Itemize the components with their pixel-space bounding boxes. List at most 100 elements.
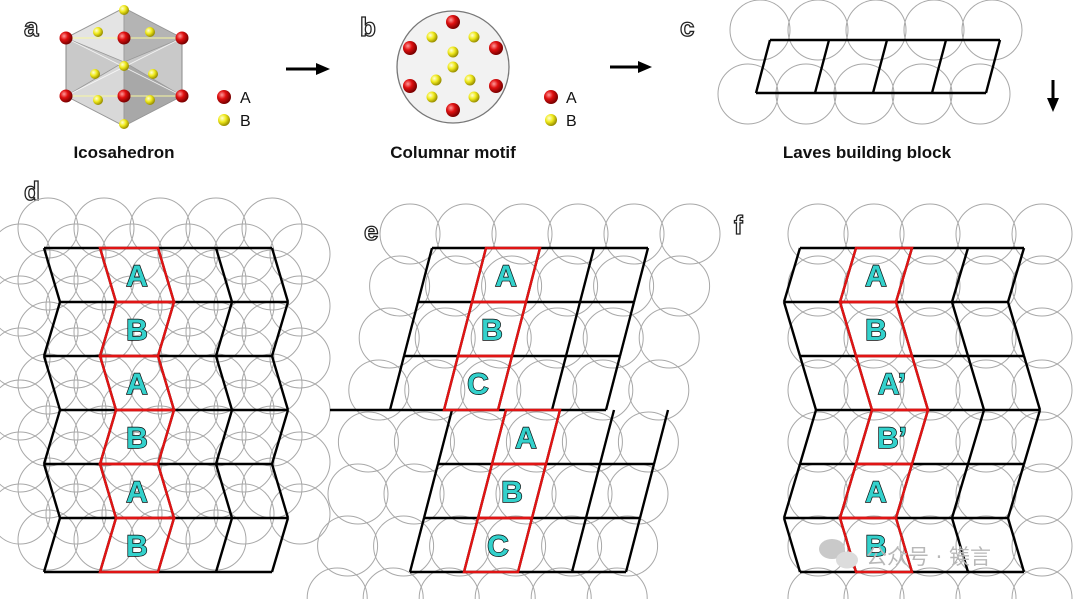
packing-circle [418, 567, 480, 599]
packing-circle [17, 249, 79, 311]
laves-block-c [754, 38, 1002, 95]
grid-vertical-segment [408, 517, 426, 573]
grid-vertical-segment [388, 355, 406, 411]
packing-circle [73, 301, 135, 363]
packing-circle [729, 0, 791, 61]
packing-circle [73, 405, 135, 467]
packing-circle [1011, 411, 1073, 473]
stacking-label: C [487, 530, 509, 563]
legend-a: A B [217, 90, 251, 130]
grid-vertical-segment [270, 517, 290, 573]
packing-circle [1011, 515, 1073, 577]
grid-vertical-segment [871, 39, 889, 94]
grid-vertical-segment [782, 463, 802, 519]
packing-circle [348, 359, 410, 421]
packing-circle [0, 275, 51, 337]
packing-circle [787, 411, 849, 473]
grid-vertical-segment [214, 301, 234, 357]
grid-vertical-segment [930, 39, 948, 94]
grid-vertical-segment [1006, 517, 1026, 573]
stacking-labels-f: ABA’B’AB [864, 259, 907, 563]
grid-vertical-segment [598, 409, 616, 465]
packing-circle [1011, 255, 1073, 317]
atom-a-icosahedron [59, 31, 189, 103]
stacking-label: A’ [878, 368, 906, 401]
packing-circle [73, 249, 135, 311]
packing-circle [787, 255, 849, 317]
grid-vertical-segment [270, 409, 290, 465]
packing-circle [73, 353, 135, 415]
packing-circle [955, 307, 1017, 369]
packing-circle [358, 307, 420, 369]
packing-circle [1011, 359, 1073, 421]
grid-vertical-segment [950, 463, 970, 519]
packing-circle [101, 431, 163, 493]
packing-circle [269, 327, 331, 389]
legend-atom-a-swatch [544, 90, 558, 104]
grid-vertical-segment [214, 517, 234, 573]
grid-vertical-segment [813, 39, 831, 94]
packing-circle [659, 203, 721, 265]
stacking-cell [98, 516, 176, 574]
packing-circle [185, 405, 247, 467]
packing-circle [73, 457, 135, 519]
legend-b: A B [544, 90, 577, 130]
watermark-text: 公众号 · 镁言 [866, 545, 991, 569]
packing-circle [551, 463, 613, 525]
packing-circle [899, 567, 961, 599]
grid-vertical-segment [42, 463, 62, 519]
packing-circle [0, 379, 51, 441]
grid-vertical-segment [436, 409, 454, 465]
packing-circle [526, 307, 588, 369]
packing-circle [362, 567, 424, 599]
grid-vertical-segment [638, 463, 656, 519]
grid-vertical-segment [270, 463, 290, 519]
grid-vertical-segment [618, 301, 636, 357]
stacking-label: B [865, 530, 887, 563]
packing-circle [429, 515, 491, 577]
packing-circle [597, 515, 659, 577]
stacking-label: A [865, 476, 887, 509]
packing-circle [129, 249, 191, 311]
packing-circle [157, 483, 219, 545]
packing-circle [129, 405, 191, 467]
atom-b-motif [426, 31, 480, 103]
atom-a-motif [403, 15, 503, 117]
stacking-label: C [467, 368, 489, 401]
packing-circle [17, 405, 79, 467]
packing-circle [481, 255, 543, 317]
packing-circle [561, 411, 623, 473]
atom-b-icosahedron [90, 5, 158, 129]
packing-circle [185, 353, 247, 415]
grid-vertical-segment [966, 355, 986, 411]
panel-a: a [23, 5, 251, 162]
packing-circle [45, 327, 107, 389]
packing-circle [383, 463, 445, 525]
packing-circle [269, 431, 331, 493]
legend-atom-b-swatch [218, 114, 230, 126]
arrow-right-icon [286, 63, 330, 75]
panel-b: b A B Columnar motif [359, 10, 577, 162]
grid-vertical-segment [422, 463, 440, 519]
packing-circle [45, 431, 107, 493]
packing-circle [628, 359, 690, 421]
grid-vertical-segment [1006, 301, 1026, 357]
grid-vertical-segment [42, 301, 62, 357]
legend-atom-a-swatch [217, 90, 231, 104]
grid-vertical-segment [604, 355, 622, 411]
packing-circle [0, 327, 51, 389]
legend-atom-a-label: A [240, 90, 251, 107]
panel-letter-d: d [24, 176, 40, 206]
packing-circle [843, 567, 905, 599]
packing-circle [899, 411, 961, 473]
grid-vertical-segment [652, 409, 670, 465]
watermark: 公众号 · 镁言 [819, 539, 991, 569]
packing-circle [903, 0, 965, 61]
packing-circle [317, 515, 379, 577]
stacking-label: A [126, 260, 148, 293]
grid-vertical-segment [214, 247, 234, 303]
packing-circle [414, 307, 476, 369]
grid-vertical-segment [270, 355, 290, 411]
stacking-column-e [442, 246, 562, 574]
packing-circle [955, 203, 1017, 265]
